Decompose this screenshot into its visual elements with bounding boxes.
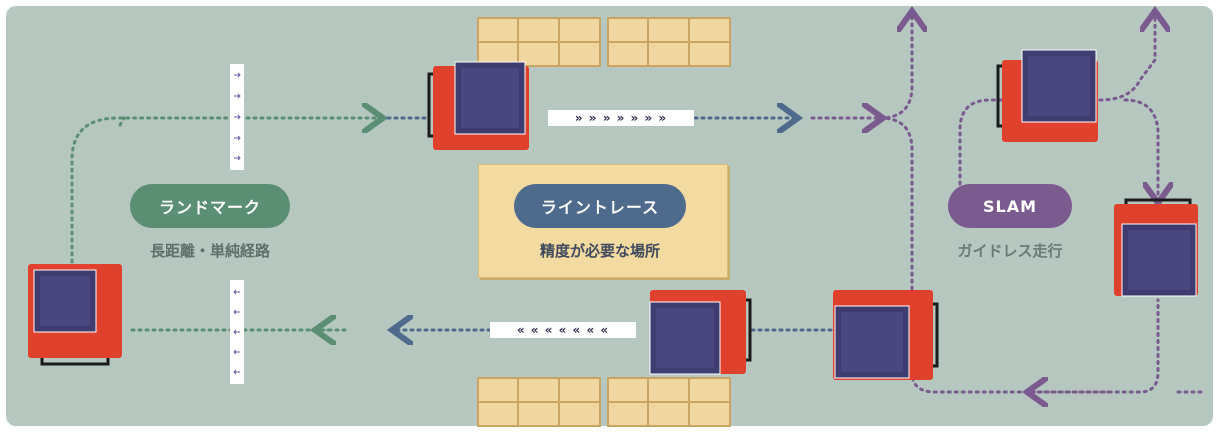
agv-robot-icon xyxy=(28,264,122,366)
agv-robot-icon xyxy=(996,49,1098,142)
line-trace-strip-bottom xyxy=(490,322,636,338)
landmark-subtitle: 長距離・単純経路 xyxy=(149,242,270,260)
slam-label: SLAM xyxy=(948,184,1072,228)
line-trace-arrows-top: » » » » » » » xyxy=(574,111,668,125)
agv-robot-icon xyxy=(427,61,529,150)
line-trace-arrows-bottom: « « « « « « « xyxy=(516,323,610,337)
agv-robot-icon xyxy=(1114,198,1198,297)
agv-robot-icon xyxy=(833,290,939,380)
slam-subtitle: ガイドレス走行 xyxy=(957,242,1063,260)
landmark-label: ランドマーク xyxy=(130,184,290,228)
line-trace-label: ライントレース xyxy=(514,184,686,228)
agv-robot-icon xyxy=(649,290,752,375)
line-trace-strip-top xyxy=(548,110,694,126)
shelf-icon xyxy=(477,17,731,427)
line-trace-path xyxy=(386,118,837,330)
landmark-post-icon xyxy=(230,64,244,384)
line-trace-subtitle: 精度が必要な場所 xyxy=(539,242,660,260)
slam-path xyxy=(810,14,1207,392)
